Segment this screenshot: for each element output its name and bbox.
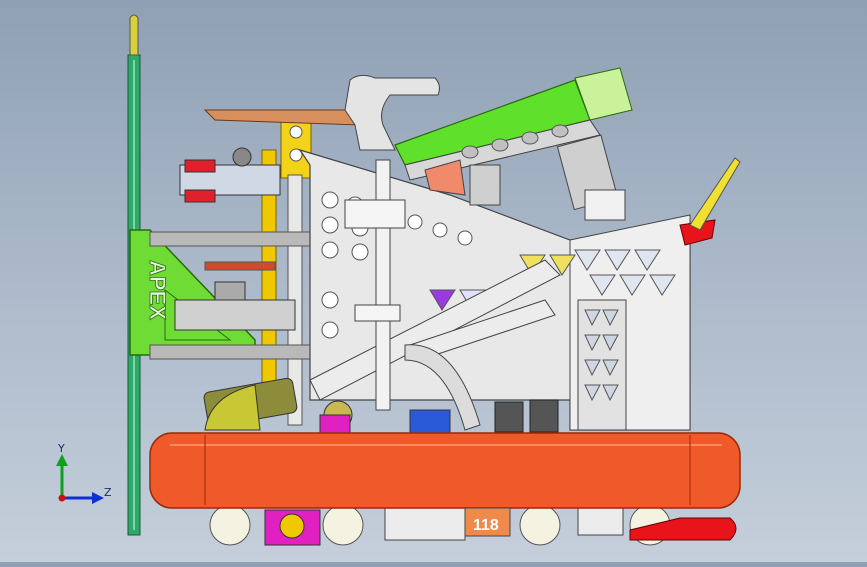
gearbox-hardware — [203, 377, 559, 436]
central-column — [344, 74, 440, 411]
mounting-bars — [149, 231, 316, 360]
z-axis-arrow-icon — [92, 492, 104, 504]
orientation-triad[interactable]: Y Z — [56, 442, 112, 504]
team-number-label: 118 — [473, 517, 499, 534]
team-number-badge: 118 — [464, 507, 511, 537]
wooden-plate — [203, 109, 362, 126]
pneumatic-cylinders — [469, 134, 626, 221]
y-axis-arrow-icon — [56, 454, 68, 466]
z-axis-label: Z — [104, 486, 112, 499]
chassis-rail — [149, 432, 741, 509]
y-axis-label: Y — [57, 442, 65, 455]
curved-guide — [404, 344, 481, 431]
x-axis-dot-icon — [58, 494, 66, 502]
intake-mechanism — [174, 147, 296, 331]
side-plate-label: APEX — [145, 260, 170, 320]
salmon-plate — [424, 159, 466, 196]
drive-wheels — [209, 504, 737, 546]
front-deflector — [679, 157, 741, 246]
